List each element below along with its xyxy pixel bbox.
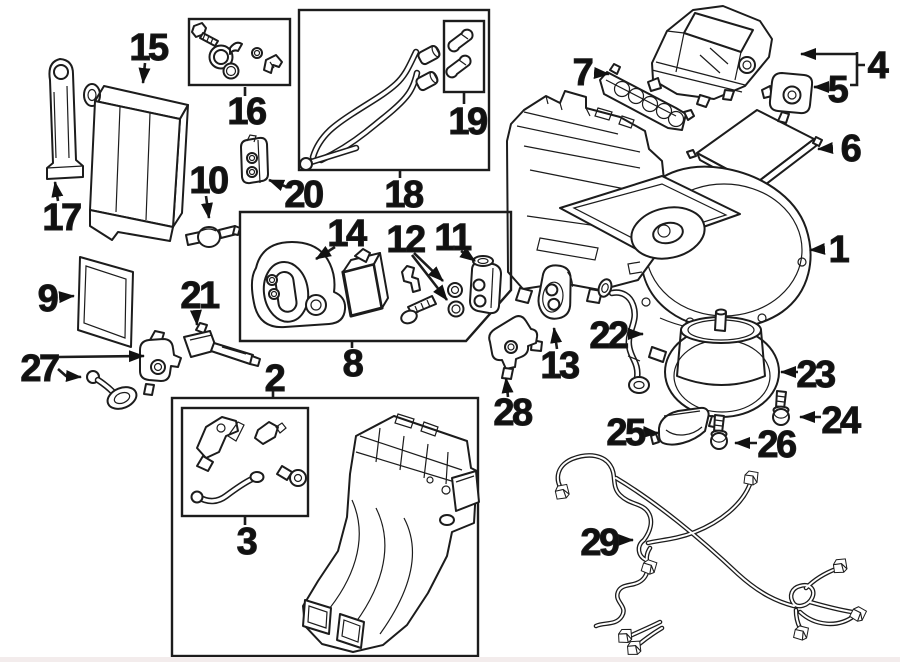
part-9-filter-frame[interactable]: [77, 256, 134, 348]
leader-14: [315, 245, 336, 261]
callout-11[interactable]: 11: [434, 217, 475, 260]
callout-8[interactable]: 8: [342, 343, 366, 386]
part-heater-distribution-case: [302, 413, 480, 653]
callout-10[interactable]: 10: [189, 160, 231, 203]
callout-20[interactable]: 20: [284, 174, 326, 217]
part-5-intake-actuator[interactable]: [761, 72, 814, 124]
callout-15[interactable]: 15: [129, 27, 172, 70]
callout-16[interactable]: 16: [227, 91, 269, 134]
part-8-expansion-valve-kit[interactable]: [238, 210, 513, 343]
callout-22[interactable]: 22: [589, 315, 631, 358]
part-23-blower-motor[interactable]: [648, 308, 780, 429]
leader-lines: [51, 48, 865, 546]
part-21-bracket-rod[interactable]: [183, 322, 261, 367]
callout-26[interactable]: 26: [757, 424, 799, 467]
callout-9[interactable]: 9: [37, 278, 61, 321]
leader-4-bracket: [850, 52, 865, 87]
callout-28[interactable]: 28: [493, 392, 535, 435]
callout-29[interactable]: 29: [580, 522, 622, 565]
part-2-heater-case-kit[interactable]: [170, 396, 480, 658]
part-29-wiring-harness[interactable]: [552, 453, 868, 657]
callout-12[interactable]: 12: [386, 219, 428, 262]
callout-4[interactable]: 4: [867, 45, 892, 88]
part-11-expansion-valve[interactable]: [469, 255, 502, 315]
part-20-connector-block[interactable]: [240, 134, 269, 185]
leader-15: [138, 62, 151, 84]
part-3-heater-pipe-kit[interactable]: [180, 406, 310, 518]
part-12-washer-a[interactable]: [447, 282, 463, 298]
part-15-evaporator-core[interactable]: [83, 83, 189, 242]
leader-27a: [57, 350, 145, 363]
leader-9: [58, 291, 75, 304]
leader-28: [501, 377, 514, 398]
screen-bottom-edge: [0, 657, 900, 662]
leader-11: [459, 247, 476, 263]
callout-27[interactable]: 27: [20, 348, 62, 391]
part-1-blower-housing-assembly[interactable]: [506, 90, 812, 331]
part-10-check-valve[interactable]: [185, 225, 241, 248]
leader-13: [550, 327, 563, 350]
leader-17: [51, 181, 64, 202]
part-18-ac-line-assembly[interactable]: [297, 8, 491, 172]
callout-18[interactable]: 18: [384, 174, 426, 217]
callout-14[interactable]: 14: [327, 213, 370, 256]
part-14-seal-plate[interactable]: [250, 241, 347, 329]
part-25-duct-scoop[interactable]: [650, 406, 710, 446]
leader-10: [201, 195, 213, 219]
leader-7: [593, 67, 610, 79]
callout-17[interactable]: 17: [42, 197, 84, 240]
part-12-bolt[interactable]: [399, 295, 437, 326]
part-4-air-intake-housing[interactable]: [647, 5, 773, 108]
part-12-washer-b[interactable]: [447, 300, 465, 318]
part-17-mounting-bracket[interactable]: [46, 58, 84, 180]
leader-6: [817, 142, 834, 154]
callout-23[interactable]: 23: [796, 354, 838, 397]
leader-12a: [413, 252, 444, 282]
callout-24[interactable]: 24: [821, 400, 864, 443]
callout-19[interactable]: 19: [448, 101, 490, 144]
callout-21[interactable]: 21: [180, 275, 223, 318]
callout-1[interactable]: 1: [828, 229, 853, 272]
callout-25[interactable]: 25: [606, 412, 649, 455]
callout-5[interactable]: 5: [827, 69, 852, 112]
leader-25: [642, 426, 659, 438]
part-13-grommet[interactable]: [536, 263, 575, 320]
callout-labels: 1 2 3 4 5 6 7 8 9 10 11 12 13 14 15 16 1…: [20, 27, 892, 565]
leader-27b: [57, 368, 82, 382]
part-12-clip[interactable]: [401, 265, 421, 293]
part-27-actuator-and-drain[interactable]: [86, 330, 182, 413]
leader-1: [809, 242, 826, 255]
part-28-mode-actuator[interactable]: [488, 315, 543, 380]
callout-7[interactable]: 7: [572, 52, 596, 95]
leader-21: [189, 309, 202, 326]
leader-20: [268, 178, 288, 192]
part-24-screw[interactable]: [772, 390, 790, 426]
callout-6[interactable]: 6: [840, 128, 864, 171]
leader-12b: [410, 254, 449, 301]
callout-13[interactable]: 13: [540, 345, 582, 388]
callout-2[interactable]: 2: [264, 358, 288, 401]
callout-3[interactable]: 3: [236, 521, 260, 564]
part-16-valve-service-kit[interactable]: [187, 17, 292, 87]
part-19-cap-fittings[interactable]: [442, 19, 486, 94]
diagram-art: 1 2 3 4 5 6 7 8 9 10 11 12 13 14 15 16 1…: [20, 5, 892, 658]
part-insulator-block: [341, 248, 389, 318]
part-7-intake-seal-grate[interactable]: [599, 63, 695, 131]
